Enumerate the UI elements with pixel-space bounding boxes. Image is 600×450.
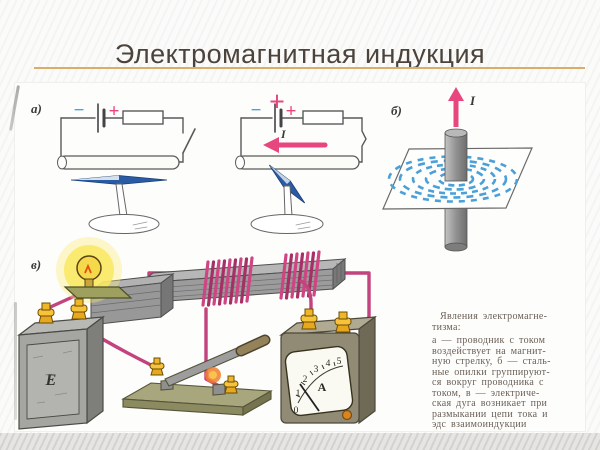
- secondary-coil: [279, 250, 321, 300]
- page-title: Электромагнитная индукция: [114, 39, 486, 69]
- caption-line: тизма:: [432, 321, 461, 333]
- current-arrow-left: [263, 137, 328, 153]
- knife-switch: [121, 334, 273, 416]
- tube-end-cap: [57, 155, 67, 170]
- conductor-tube: [58, 155, 180, 170]
- conductor-upper: [444, 128, 468, 182]
- caption-line: током, в — электриче-: [432, 387, 540, 399]
- current-label: I: [469, 93, 476, 108]
- battery-terminal-2: [70, 298, 88, 320]
- resistor: [122, 110, 164, 125]
- circuit-a1-wires: [60, 117, 184, 163]
- galvanometer: 0 1 2 3 4 5 A: [278, 315, 378, 425]
- compass-needle-deflected: [268, 164, 306, 204]
- scale-5: 5: [337, 357, 342, 367]
- wire-meter-to-coil: [299, 279, 313, 327]
- diagram-v: в): [16, 237, 378, 430]
- diagram-b: б) I: [382, 87, 533, 252]
- plus-sign-large: +: [269, 87, 285, 118]
- slide-bottom-band: [0, 433, 600, 450]
- caption-line: эдс взаимоиндукции: [432, 419, 527, 430]
- light-bulb: [56, 237, 133, 303]
- plus-sign: +: [109, 101, 120, 122]
- label-v: в): [31, 257, 41, 272]
- scale-3: 3: [314, 365, 319, 375]
- scale-2: 2: [303, 375, 308, 385]
- bulb-stand-plate: [63, 286, 133, 299]
- bulb-base: [84, 278, 94, 288]
- emf-label: Е: [45, 372, 57, 389]
- meter-knob: [341, 409, 353, 421]
- caption-line: а — проводник с током: [432, 335, 546, 346]
- tube-end-cap: [235, 155, 245, 170]
- caption-line: размыкании цепи тока и: [432, 408, 548, 420]
- contact-bracket: [212, 383, 226, 396]
- conductor-tube: [236, 155, 360, 170]
- title-underline: [34, 67, 585, 69]
- caption-line: ся вокруг проводника с: [432, 377, 544, 388]
- figure-panel: а) − + + − + I: [14, 82, 586, 432]
- caption-line: ные опилки группируют-: [432, 366, 550, 378]
- caption-line: ская дуга возникает при: [432, 398, 548, 409]
- scale-0: 0: [294, 406, 299, 416]
- resistor: [302, 110, 344, 125]
- circuit-a1: а) − +: [31, 100, 196, 234]
- bulb-filament: [84, 263, 92, 274]
- scale-4: 4: [326, 359, 331, 369]
- circuit-a2-wires: [240, 117, 367, 163]
- battery-terminal-1: [37, 302, 55, 324]
- caption-heading: Явления электромагне- тизма:: [432, 311, 588, 333]
- battery: Е: [16, 315, 106, 430]
- switch-terminal-2: [223, 375, 239, 394]
- caption-line: Явления электромагне-: [440, 311, 548, 322]
- current-arrow-up: [448, 87, 464, 127]
- caption-line: ную стрелку, б — сталь-: [432, 356, 551, 367]
- compass-needle: [70, 175, 168, 185]
- circuit-a2: + − + I: [235, 87, 367, 234]
- figure-caption: Явления электромагне- тизма: а — проводн…: [432, 311, 588, 431]
- minus-sign: −: [74, 100, 85, 121]
- minus-sign: −: [251, 100, 262, 121]
- current-label: I: [280, 127, 287, 141]
- open-switch-blade: [182, 128, 196, 154]
- physics-figure: а) − + + − + I: [16, 87, 533, 430]
- scale-1: 1: [296, 389, 301, 399]
- meter-dial: [284, 345, 354, 417]
- needle-stand: [88, 183, 160, 234]
- plus-sign: +: [286, 101, 297, 122]
- meter-terminal-1: [300, 308, 318, 330]
- caption-line: воздействует на магнит-: [432, 345, 547, 357]
- primary-coil: [201, 256, 254, 307]
- label-b: б): [391, 103, 402, 118]
- ampere-label: A: [318, 380, 327, 394]
- scan-artifact: [14, 302, 17, 420]
- meter-needle: [299, 383, 320, 412]
- lever-handle: [237, 336, 269, 355]
- meter-terminal-2: [334, 311, 352, 333]
- switch-terminal-1: [149, 357, 165, 376]
- caption-body: а — проводник с током воздействует на ма…: [432, 335, 588, 431]
- needle-stand: [250, 185, 324, 234]
- label-a: а): [31, 101, 42, 116]
